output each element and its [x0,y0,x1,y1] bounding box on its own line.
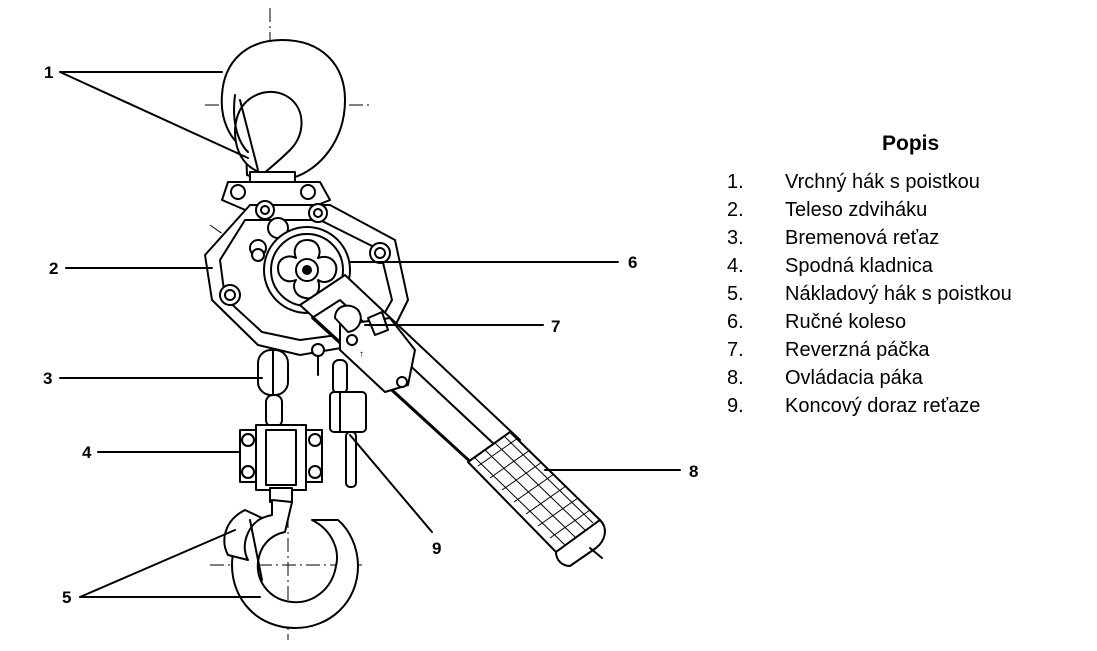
legend-item-text: Ručné koleso [785,311,907,333]
legend-item-text: Spodná kladnica [785,255,933,277]
legend-item-number: 5. [727,283,744,305]
load-chain [257,349,289,451]
legend-item-number: 9. [727,395,744,417]
legend-item: 3. Bremenová reťaz [727,224,1012,252]
legend-item-number: 1. [727,171,744,193]
callout-4: 4 [82,443,92,462]
legend-item-number: 3. [727,227,744,249]
lever-handle: ↑ ↓ [299,274,521,471]
legend-item-text: Bremenová reťaz [785,227,940,249]
legend-item-text: Teleso zdviháku [785,199,928,221]
legend-item: 6. Ručné koleso [727,308,1012,336]
lever-grip [467,431,606,567]
callout-5: 5 [62,588,71,607]
bottom-hook [223,487,359,629]
legend-item-number: 2. [727,199,744,221]
legend-item-number: 4. [727,255,744,277]
legend-title: Popis [882,132,940,155]
legend-item: 8. Ovládacia páka [727,364,1012,392]
svg-text:↓: ↓ [383,317,388,328]
legend-item-text: Nákladový hák s poistkou [785,283,1012,305]
callout-8: 8 [689,462,698,481]
callout-6: 6 [628,253,637,272]
leader-lines [59,71,681,598]
callout-9: 9 [432,539,441,558]
legend-item-text: Koncový doraz reťaze [785,395,981,417]
legend-item-text: Ovládacia páka [785,367,923,389]
legend-item: 7. Reverzná páčka [727,336,1012,364]
legend-item: 2. Teleso zdviháku [727,196,1012,224]
callout-3: 3 [43,369,52,388]
legend-item: 4. Spodná kladnica [727,252,1012,280]
legend-item-text: Vrchný hák s poistkou [785,171,980,193]
legend-item: 5. Nákladový hák s poistkou [727,280,1012,308]
callout-7: 7 [551,317,560,336]
callout-2: 2 [49,259,58,278]
legend-item-number: 8. [727,367,744,389]
legend-item: 1. Vrchný hák s poistkou [727,168,1012,196]
legend-item-number: 6. [727,311,744,333]
legend-item: 9. Koncový doraz reťaze [727,392,1012,420]
legend-list: 1. Vrchný hák s poistkou 2. Teleso zdvihák… [727,168,1012,420]
legend-item-text: Reverzná páčka [785,339,930,361]
legend-item-number: 7. [727,339,744,361]
bottom-block [239,424,323,491]
callout-1: 1 [44,63,53,82]
svg-text:↑: ↑ [359,349,364,360]
top-hook [220,39,346,187]
end-stop-chain [311,343,367,488]
